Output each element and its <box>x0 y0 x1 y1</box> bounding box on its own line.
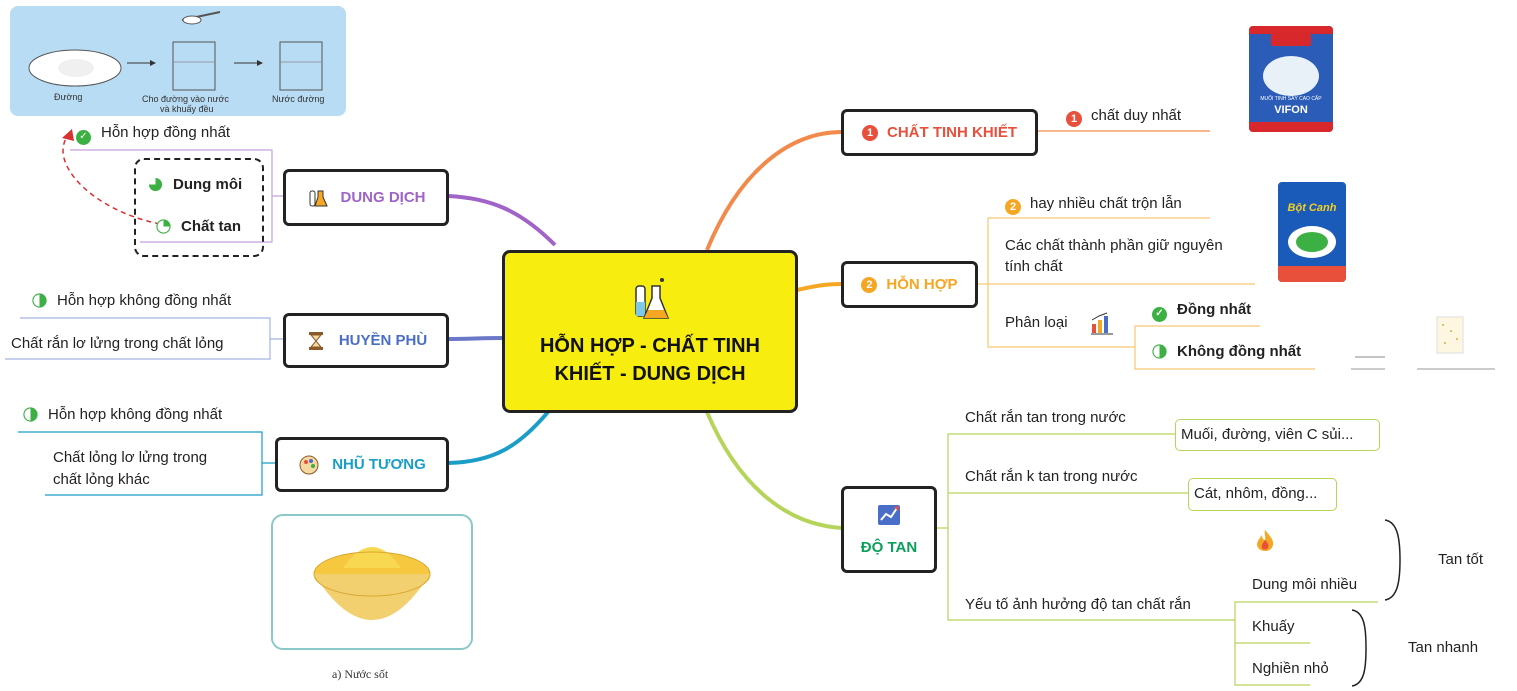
huyen-phu-heterogeneous-label: Hỗn hợp không đồng nhất <box>57 292 232 309</box>
dung-dich-solute: Chất tan <box>156 216 241 238</box>
sauce-caption: a) Nước sốt <box>332 667 389 681</box>
topic-do-tan[interactable]: ĐỘ TAN <box>841 486 937 573</box>
number-badge: 1 <box>862 124 878 141</box>
solute-label: Chất tan <box>181 218 241 235</box>
chemistry-flask-icon <box>635 277 670 319</box>
seasoning-package-image: Bột Canh <box>1278 182 1346 282</box>
chat-tinh-khiet-label: CHẤT TINH KHIẾT <box>887 124 1017 141</box>
hon-hop-desc: 2 hay nhiều chất trộn lẫn <box>1005 193 1182 215</box>
pie-three-quarter-icon <box>148 177 163 192</box>
nhu-tuong-desc-line1: Chất lỏng lơ lửng trong <box>53 449 208 466</box>
classify-heterogeneous: Không đồng nhất <box>1152 341 1301 363</box>
number-badge: 2 <box>861 276 878 293</box>
sugar-step2-label: Cho đường vào nước <box>142 94 229 104</box>
do-tan-label: ĐỘ TAN <box>860 539 918 556</box>
central-title-line2: KHIẾT - DUNG DỊCH <box>554 362 746 385</box>
chat-tinh-khiet-desc: 1 chất duy nhất <box>1066 105 1181 127</box>
pie-half-icon <box>1152 344 1167 359</box>
solvent-solute-group <box>134 158 264 257</box>
stir: Khuấy <box>1252 618 1295 635</box>
pie-quarter-icon <box>156 219 171 234</box>
sugar-step2-sublabel: và khuấy đều <box>160 104 214 114</box>
fire-icon <box>1254 528 1276 557</box>
palette-icon <box>298 454 320 476</box>
soluble-examples: Muối, đường, viên C sủi... <box>1181 426 1354 443</box>
check-icon: ✓ <box>1152 306 1167 322</box>
insoluble-examples-box <box>1188 478 1337 511</box>
dung-dich-homogeneous: ✓ Hỗn hợp đồng nhất <box>76 122 230 145</box>
chat-tinh-khiet-desc-text: chất duy nhất <box>1091 107 1182 124</box>
trend-chart-icon <box>876 503 902 531</box>
sugar-dissolving-figure: Đường Cho đường vào nước và khuấy đều Nư… <box>10 6 346 116</box>
dung-dich-label: DUNG DỊCH <box>340 189 426 206</box>
nhu-tuong-heterogeneous: Hỗn hợp không đồng nhất <box>23 404 222 426</box>
huyen-phu-label: HUYỀN PHÙ <box>338 332 428 349</box>
bar-chart-icon <box>1089 310 1115 341</box>
topic-hon-hop[interactable]: 2 HỖN HỢP <box>841 261 978 308</box>
grind: Nghiền nhỏ <box>1252 660 1329 677</box>
soluble-label: Chất rắn tan trong nước <box>965 409 1126 426</box>
classify-homogeneous: ✓ Đồng nhất <box>1152 299 1251 322</box>
topic-chat-tinh-khiet[interactable]: 1 CHẤT TINH KHIẾT <box>841 109 1038 156</box>
dissolve-fast: Tan nhanh <box>1408 639 1479 656</box>
sugar-step1-label: Đường <box>54 92 83 102</box>
keep-props-line1: Các chất thành phần giữ nguyên <box>1005 237 1223 254</box>
huyen-phu-heterogeneous: Hỗn hợp không đồng nhất <box>32 290 231 312</box>
classify-label: Phân loại <box>1005 314 1068 331</box>
mixture-figure <box>1345 295 1495 375</box>
hon-hop-label: HỖN HỢP <box>886 276 958 293</box>
classify-homogeneous-label: Đồng nhất <box>1177 301 1252 318</box>
sugar-beaker-icon <box>28 11 323 91</box>
hon-hop-desc-text: hay nhiều chất trộn lẫn <box>1030 195 1182 212</box>
seasoning-brand-text: Bột Canh <box>1287 202 1337 214</box>
number-badge: 2 <box>1005 199 1021 215</box>
insoluble-label: Chất rắn k tan trong nước <box>965 468 1138 485</box>
central-title-line1: HỖN HỢP - CHẤT TINH <box>539 334 761 357</box>
keep-props-line2: tính chất <box>1005 258 1063 275</box>
dissolve-well: Tan tốt <box>1438 551 1484 568</box>
test-tubes-icon <box>307 187 329 209</box>
dung-dich-solvent: Dung môi <box>148 174 242 196</box>
factors-label: Yếu tố ảnh hưởng độ tan chất rắn <box>965 596 1191 613</box>
salt-brand-text: VIFON <box>1274 104 1308 116</box>
nhu-tuong-desc-line2: chất lỏng khác <box>53 471 150 488</box>
hourglass-icon <box>305 330 327 352</box>
topic-huyen-phu[interactable]: HUYỀN PHÙ <box>283 313 449 368</box>
central-topic[interactable]: HỖN HỢP - CHẤT TINH KHIẾT - DUNG DỊCH <box>502 250 798 413</box>
nhu-tuong-heterogeneous-label: Hỗn hợp không đồng nhất <box>48 406 223 423</box>
number-badge: 1 <box>1066 111 1082 127</box>
much-solvent: Dung môi nhiều <box>1252 576 1358 593</box>
sauce-bowl-icon <box>313 547 431 620</box>
salt-package-image: MUỐI TINH SẤY CAO CẤP VIFON <box>1249 26 1333 132</box>
topic-dung-dich[interactable]: DUNG DỊCH <box>283 169 449 226</box>
solvent-label: Dung môi <box>173 176 243 193</box>
sauce-bowl-image <box>271 514 473 650</box>
salt-package-text: MUỐI TINH SẤY CAO CẤP <box>1260 96 1322 102</box>
topic-nhu-tuong[interactable]: NHŨ TƯƠNG <box>275 437 449 492</box>
dung-dich-homogeneous-label: Hỗn hợp đồng nhất <box>101 124 231 141</box>
pie-half-icon <box>23 407 38 422</box>
soluble-examples-box <box>1175 419 1380 451</box>
nhu-tuong-label: NHŨ TƯƠNG <box>332 456 426 473</box>
insoluble-examples: Cát, nhôm, đồng... <box>1194 485 1318 502</box>
pie-half-icon <box>32 293 47 308</box>
sugar-step3-label: Nước đường <box>272 94 325 104</box>
classify-heterogeneous-label: Không đồng nhất <box>1177 343 1302 360</box>
huyen-phu-desc: Chất rắn lơ lửng trong chất lỏng <box>11 335 224 352</box>
check-icon: ✓ <box>76 129 91 145</box>
